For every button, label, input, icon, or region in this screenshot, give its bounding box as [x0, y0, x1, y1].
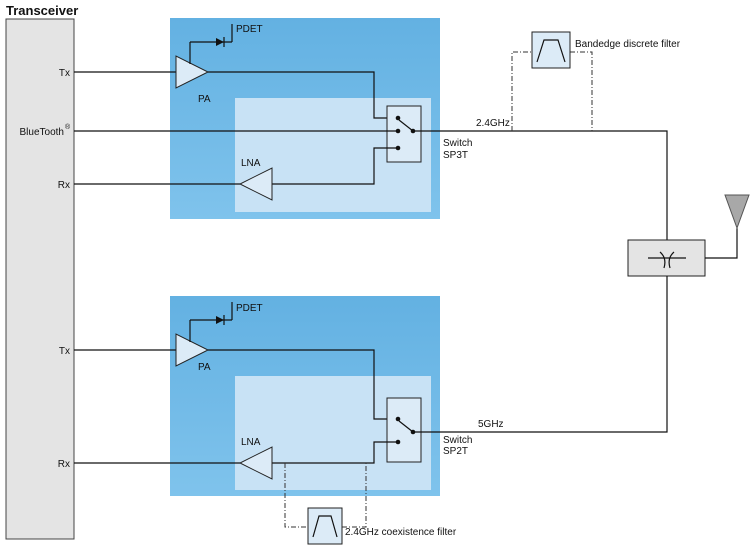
- pdet-bottom-label: PDET: [236, 303, 263, 314]
- pa-bottom-amplifier: [175, 333, 210, 367]
- wire-diplexer-to-antenna: [705, 228, 738, 259]
- tx-bottom-label: Tx: [59, 346, 70, 357]
- lna-top-amplifier: [238, 167, 273, 201]
- switch-top-type: SP3T: [443, 150, 468, 161]
- coexistence-filter-symbol: [312, 515, 338, 538]
- wire-5g-to-diplexer: [413, 276, 668, 433]
- bluetooth-registered-mark: ®: [65, 123, 71, 131]
- bandedge-filter-symbol: [536, 39, 566, 63]
- bluetooth-label: BlueTooth: [20, 127, 64, 138]
- switch-sp3t-block: [386, 105, 422, 163]
- sp3t-arm: [398, 119, 414, 132]
- pdet-top-label: PDET: [236, 24, 263, 35]
- coexistence-filter-label: 2.4GHz coexistence filter: [345, 527, 457, 538]
- bandedge-filter-label: Bandedge discrete filter: [575, 39, 681, 50]
- pa-bottom-label: PA: [198, 362, 211, 373]
- sp3t-contact-1: [395, 115, 401, 121]
- lna-bottom-amplifier: [238, 446, 273, 480]
- bandedge-filter-link-left: [511, 51, 532, 131]
- transceiver-title: Transceiver: [6, 3, 78, 18]
- coex-filter-link-left: [284, 463, 308, 528]
- band-2g4-label: 2.4GHz: [476, 118, 510, 129]
- transceiver-block: [5, 18, 75, 540]
- switch-sp2t-block: [386, 397, 422, 463]
- coexistence-filter-block: [307, 507, 343, 545]
- bandedge-filter-block: [531, 31, 571, 69]
- pa-top-amplifier: [175, 55, 210, 89]
- pdet-bottom-diode: [216, 316, 224, 324]
- pdet-top-diode: [216, 38, 224, 46]
- switch-bottom-type: SP2T: [443, 446, 468, 457]
- switch-bottom-name: Switch: [443, 435, 472, 446]
- pa-top-label: PA: [198, 94, 211, 105]
- lna-top-label: LNA: [241, 158, 261, 169]
- tx-top-label: Tx: [59, 68, 70, 79]
- wire-pa-to-switch-top: [208, 71, 398, 119]
- wire-switch-to-lna-bottom: [272, 441, 398, 464]
- diplexer-symbol-curves: [659, 251, 675, 269]
- antenna-icon: [724, 194, 750, 230]
- wire-pa-to-switch-bottom: [208, 349, 398, 420]
- sp2t-contact-1: [395, 416, 401, 422]
- band-5g-label: 5GHz: [478, 419, 504, 430]
- wire-switch-to-lna-top: [272, 147, 398, 185]
- wire-2g4-to-diplexer: [413, 130, 668, 240]
- bandedge-filter-link-right: [570, 51, 593, 131]
- switch-top-name: Switch: [443, 138, 472, 149]
- rx-top-label: Rx: [58, 180, 70, 191]
- lna-bottom-label: LNA: [241, 437, 261, 448]
- rx-bottom-label: Rx: [58, 459, 70, 470]
- coex-filter-link-right: [342, 463, 367, 528]
- sp2t-arm: [398, 420, 414, 433]
